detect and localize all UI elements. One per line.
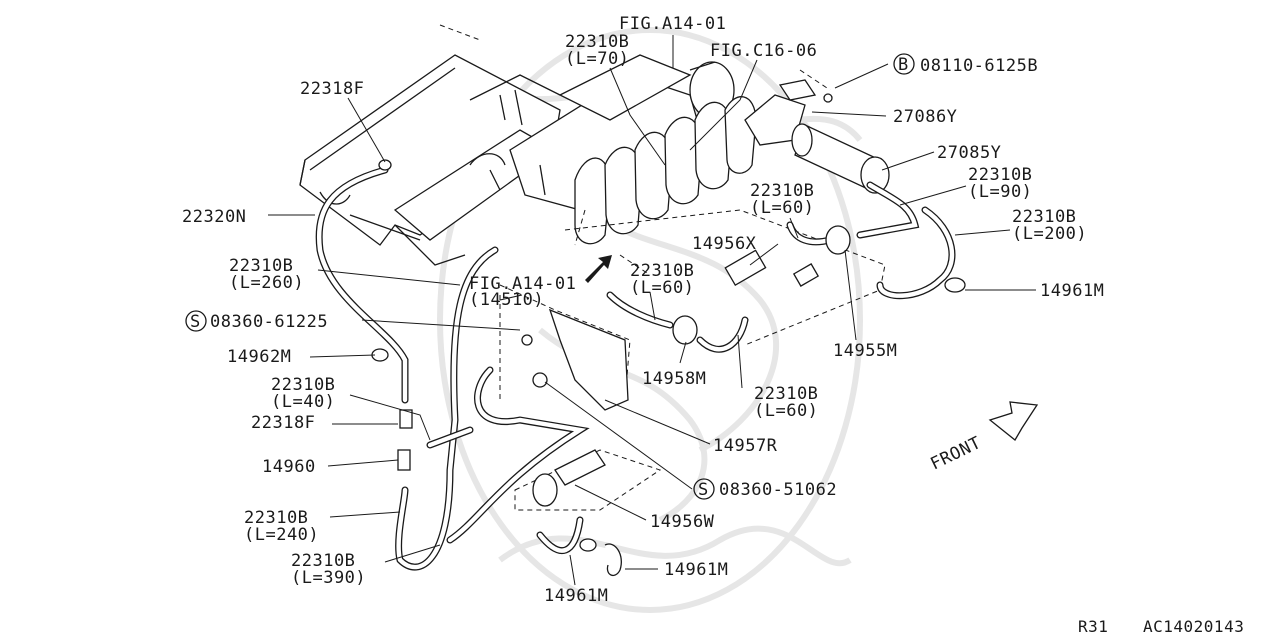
label-14956x: 14956X — [692, 234, 757, 254]
label-22310b-l60-middle-length: (L=60) — [630, 278, 694, 298]
label-22310b-l60-upper-length: (L=60) — [750, 198, 814, 218]
label-14960: 14960 — [262, 457, 316, 477]
label-22310b-l240: 22310B — [244, 508, 308, 528]
intake-manifold — [469, 54, 757, 245]
label-14958m: 14958M — [642, 369, 706, 389]
label-27085y: 27085Y — [937, 143, 1001, 163]
front-arrow-icon — [988, 401, 1039, 441]
label-22320n: 22320N — [182, 207, 246, 227]
label-22310b-l60-upper: 22310B — [750, 181, 814, 201]
label-22310b-l40-length: (L=40) — [271, 392, 335, 412]
label-22310b-l60-lower-length: (L=60) — [754, 401, 818, 421]
evap-canister — [744, 79, 890, 194]
label-fig-a14-01-top: FIG.A14-01 — [619, 14, 726, 34]
label-22310b-l90: 22310B — [968, 165, 1032, 185]
label-27086y: 27086Y — [893, 107, 957, 127]
screw-s-badge-lower: S — [693, 478, 715, 500]
label-14961m-bottom-right: 14961M — [664, 560, 728, 580]
footer-model-code: R31 — [1078, 617, 1108, 636]
label-22310b-l260-length: (L=260) — [229, 273, 304, 293]
label-14961m-bottom: 14961M — [544, 586, 608, 606]
label-22310b-l200-length: (L=200) — [1012, 224, 1087, 244]
label-fig-a14-01-mid-sub: (14510) — [469, 290, 544, 310]
small-components — [371, 159, 966, 577]
label-14962m: 14962M — [227, 347, 291, 367]
screw-s-badge-upper-letter: S — [190, 312, 201, 332]
label-22318f-mid: 22318F — [251, 413, 315, 433]
label-14957r: 14957R — [713, 436, 778, 456]
vacuum-hoses — [315, 166, 956, 571]
label-08360-51062: 08360-51062 — [719, 480, 837, 500]
label-08110-6125b: 08110-6125B — [920, 56, 1038, 76]
label-14955m: 14955M — [833, 341, 897, 361]
label-22310b-l390: 22310B — [291, 551, 355, 571]
label-22310b-l200: 22310B — [1012, 207, 1076, 227]
label-22310b-l40: 22310B — [271, 375, 335, 395]
label-fig-a14-01-mid: FIG.A14-01 — [469, 274, 576, 294]
label-22318f-top: 22318F — [300, 79, 364, 99]
label-22310b-l60-lower: 22310B — [754, 384, 818, 404]
dashed-guide-lines — [439, 24, 886, 511]
direction-arrow-icon — [585, 255, 612, 283]
label-22310b-l390-length: (L=390) — [291, 568, 366, 588]
label-22310b-l70-length: (L=70) — [565, 49, 629, 69]
bolt-b-badge-letter: B — [898, 55, 909, 75]
label-22310b-l90-length: (L=90) — [968, 182, 1032, 202]
leader-lines — [268, 35, 1036, 586]
bolt-b-badge: B — [893, 53, 915, 75]
footer-diagram-code: AC14020143 — [1143, 617, 1244, 636]
label-22310b-l260: 22310B — [229, 256, 293, 276]
label-14956w: 14956W — [650, 512, 715, 532]
screw-s-badge-upper: S — [185, 310, 207, 332]
label-22310b-l70: 22310B — [565, 32, 629, 52]
label-14961m-right: 14961M — [1040, 281, 1104, 301]
label-fig-c16-06: FIG.C16-06 — [710, 41, 817, 61]
screw-s-badge-lower-letter: S — [698, 480, 709, 500]
label-22310b-l60-middle: 22310B — [630, 261, 694, 281]
label-08360-61225: 08360-61225 — [210, 312, 328, 332]
label-22310b-l240-length: (L=240) — [244, 525, 319, 545]
label-front: FRONT — [927, 433, 984, 475]
